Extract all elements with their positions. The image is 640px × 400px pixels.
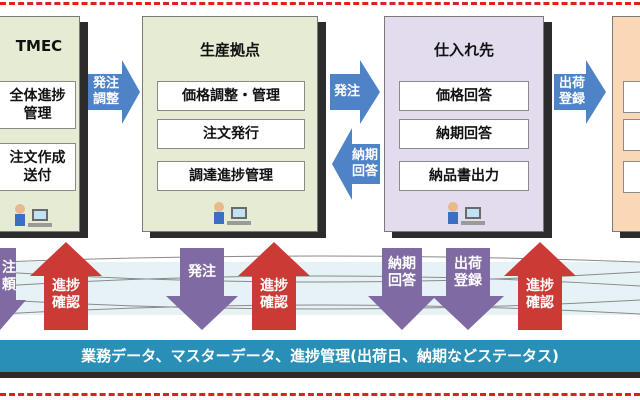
production-item-procure: 調達進捗管理	[157, 161, 305, 191]
tmec-box: TMEC 全体進捗 管理 注文作成 送付	[0, 16, 80, 232]
supplier-item-delivery: 納期回答	[399, 119, 529, 149]
person-at-computer-icon	[209, 201, 253, 229]
arrow-progress-check-2	[238, 242, 310, 330]
arrow-left-partial	[0, 248, 26, 330]
supplier-item-price: 価格回答	[399, 81, 529, 111]
customer-box	[612, 16, 640, 232]
arrow-order-down	[166, 248, 238, 330]
arrow-progress-check-1-label: 進捗 確認	[52, 278, 80, 311]
arrow-progress-check-1	[30, 242, 102, 330]
arrow-left-partial-label: 注 頼	[2, 260, 16, 293]
arrow-order	[330, 60, 380, 124]
dashed-border-bottom	[0, 393, 640, 396]
arrow-progress-check-3-label: 進捗 確認	[526, 278, 554, 311]
customer-item-1	[623, 81, 640, 113]
data-bar: 業務データ、マスターデータ、進捗管理(出荷日、納期などステータス)	[0, 340, 640, 372]
arrow-progress-check-2-label: 進捗 確認	[260, 278, 288, 311]
arrow-order-adjust-label: 発注 調整	[92, 76, 119, 107]
arrow-delivery-answer-down-label: 納期 回答	[388, 256, 416, 289]
arrow-order-label: 発注	[333, 84, 360, 99]
production-item-price: 価格調整・管理	[157, 81, 305, 111]
arrow-shipping-register	[554, 60, 606, 124]
arrow-shipping-register-down-label: 出荷 登録	[454, 256, 482, 289]
tmec-item-order: 注文作成 送付	[0, 143, 76, 191]
production-title: 生産拠点	[199, 41, 260, 59]
arrow-order-down-label: 発注	[188, 264, 216, 280]
arrow-delivery-answer	[332, 128, 380, 200]
production-box: 生産拠点 価格調整・管理 注文発行 調達進捗管理	[142, 16, 318, 232]
production-item-order: 注文発行	[157, 119, 305, 149]
supplier-title: 仕入れ先	[433, 41, 494, 59]
supplier-item-invoice: 納品書出力	[399, 161, 529, 191]
tmec-title: TMEC	[15, 37, 63, 55]
customer-item-3	[623, 161, 640, 193]
arrow-progress-check-3	[504, 242, 576, 330]
supplier-box: 仕入れ先 価格回答 納期回答 納品書出力	[384, 16, 544, 232]
person-at-computer-icon	[443, 201, 487, 229]
customer-item-2	[623, 119, 640, 151]
tmec-item-progress: 全体進捗 管理	[0, 81, 76, 129]
arrow-delivery-answer-label: 納期 回答	[351, 148, 378, 179]
arrow-delivery-answer-down	[368, 248, 436, 330]
data-bar-text: 業務データ、マスターデータ、進捗管理(出荷日、納期などステータス)	[81, 347, 559, 365]
dashed-border-top	[0, 2, 640, 5]
person-at-computer-icon	[10, 203, 54, 231]
arrow-order-adjust	[88, 60, 140, 124]
arrow-shipping-register-label: 出荷 登録	[558, 76, 585, 107]
arrow-shipping-register-down	[432, 248, 504, 330]
